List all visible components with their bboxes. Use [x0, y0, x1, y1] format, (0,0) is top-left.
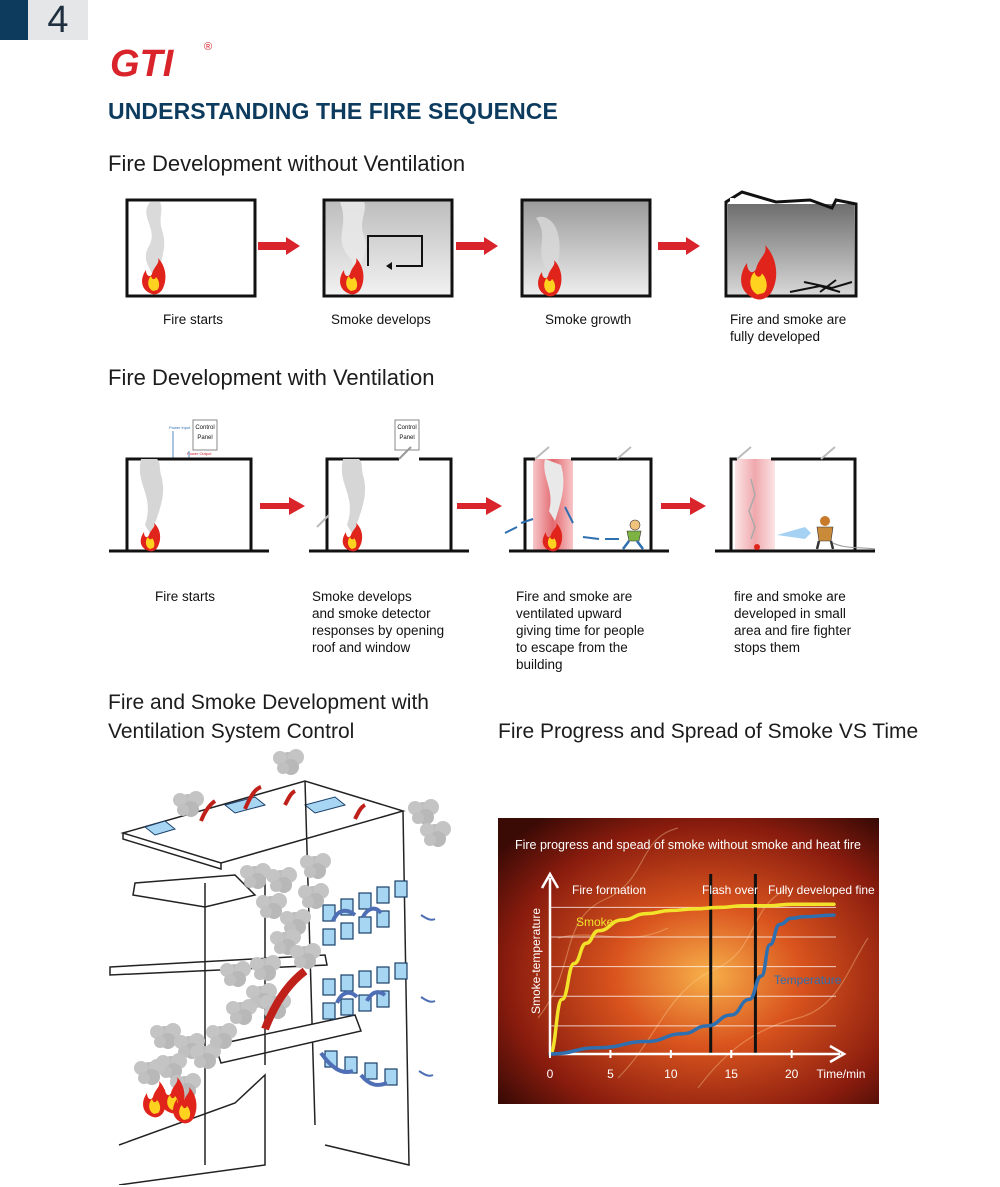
vent-step-label: Fire starts	[155, 589, 216, 604]
vent-scene-firefighter	[715, 446, 876, 553]
section-title-no-ventilation: Fire Development without Ventilation	[108, 151, 466, 176]
smoke-develops-box	[322, 198, 454, 298]
step-label: Smoke growth	[545, 312, 632, 327]
chart-background	[498, 818, 879, 1104]
series-label-smoke: Smoke	[576, 915, 614, 929]
series-layer	[548, 902, 836, 1056]
fire-progress-chart: Fire progress and spead of smoke without…	[498, 818, 879, 1104]
step-label: Fire and smoke are fully developed	[730, 312, 847, 344]
svg-text:Panel: Panel	[197, 435, 212, 441]
vent-step-label: fire and smoke are developed in small ar…	[734, 589, 852, 655]
fire-starts-box	[125, 198, 257, 298]
page-tab-background	[28, 0, 88, 40]
section-title-with-ventilation: Fire Development with Ventilation	[108, 365, 435, 390]
x-axis-label: Time/min	[817, 1067, 866, 1081]
section-title-chart: Fire Progress and Spread of Smoke VS Tim…	[498, 720, 919, 743]
escaping-person-icon	[622, 519, 644, 550]
series-line-temperature	[548, 913, 836, 1056]
svg-text:Power Input: Power Input	[169, 425, 191, 430]
x-tick-label: 20	[785, 1067, 799, 1081]
svg-text:Control: Control	[195, 425, 214, 431]
vent-step-label: Smoke develops and smoke detector respon…	[312, 589, 445, 655]
sequence-arrow	[456, 237, 498, 255]
svg-text:Power Output: Power Output	[187, 451, 212, 456]
fully-developed-box	[724, 190, 858, 300]
section-title-control: Fire and Smoke Development with Ventilat…	[108, 691, 429, 743]
ventilation-diagram: Control Panel Power Input Power Output C…	[109, 419, 876, 553]
sequence-arrow	[457, 497, 502, 515]
vent-scene-ventilated	[504, 446, 669, 553]
sequence-arrow	[658, 237, 700, 255]
chart-title: Fire progress and spead of smoke without…	[515, 838, 861, 852]
svg-text:Panel: Panel	[399, 435, 414, 441]
phase-label: Fire formation	[572, 883, 646, 897]
page-number: 4	[47, 0, 69, 41]
registered-mark: ®	[204, 41, 212, 53]
x-tick-label: 15	[725, 1067, 739, 1081]
x-tick-label: 10	[664, 1067, 678, 1081]
tick-layer: 0 5 10 15 20	[547, 1050, 799, 1081]
series-line-smoke	[548, 902, 836, 1056]
vent-scene-smoke-develops: Control Panel	[309, 419, 469, 553]
phase-label: Flash over	[702, 883, 758, 897]
step-label: Fire starts	[163, 312, 224, 327]
building-illustration	[109, 749, 451, 1185]
x-tick-label: 5	[607, 1067, 614, 1081]
page-tab-accent	[0, 0, 28, 40]
page-title: UNDERSTANDING THE FIRE SEQUENCE	[108, 98, 558, 124]
series-label-temperature: Temperature	[774, 973, 842, 987]
sequence-arrow	[258, 237, 300, 255]
smoke-growth-box	[520, 198, 652, 298]
firefighter-icon	[815, 516, 876, 550]
phase-label: Fully developed fine	[768, 883, 875, 897]
fire-icon	[143, 1081, 167, 1118]
svg-text:Control: Control	[397, 425, 416, 431]
vent-scene-fire-starts: Control Panel Power Input Power Output	[109, 419, 269, 553]
step-label: Smoke develops	[331, 312, 431, 327]
page-tab: 4	[0, 0, 88, 40]
sequence-arrow	[661, 497, 706, 515]
y-axis-label: Smoke-temperature	[529, 908, 543, 1014]
no-ventilation-diagram	[125, 190, 858, 300]
vent-step-label: Fire and smoke are ventilated upward giv…	[516, 589, 645, 672]
logo-text: GTI	[110, 43, 175, 82]
x-tick-label: 0	[547, 1067, 554, 1081]
gti-logo: GTI ®	[108, 38, 228, 87]
sequence-arrow	[260, 497, 305, 515]
